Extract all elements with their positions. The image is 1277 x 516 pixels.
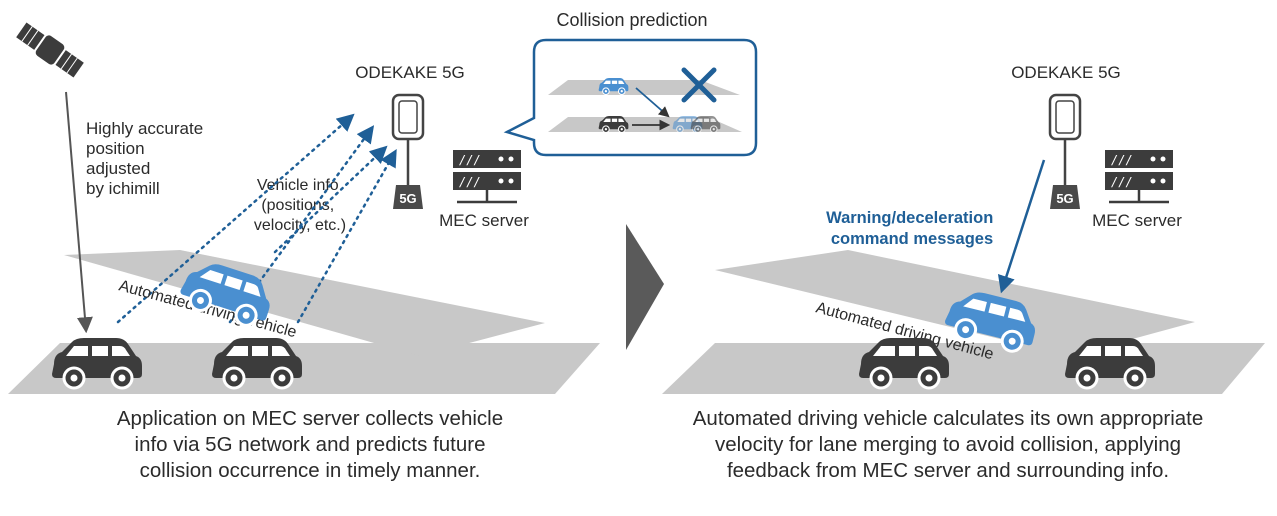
merging-road-left [64, 250, 545, 356]
network-label-right: ODEKAKE 5G [1011, 63, 1121, 82]
satellite-signal-arrow [65, 91, 93, 334]
downlink-arrow [997, 159, 1046, 294]
collision-title: Collision prediction [556, 10, 707, 30]
next-step-arrow-icon [626, 224, 664, 350]
satellite-note: Highly accurate position adjusted by ich… [86, 119, 208, 198]
warning-label: Warning/deceleration command messages [826, 209, 998, 248]
svg-text:5G: 5G [1056, 191, 1073, 206]
caption-left: Application on MEC server collects vehic… [116, 407, 504, 482]
server-icon [451, 148, 523, 204]
antenna-icon-right: 5G [1048, 93, 1082, 211]
svg-text:5G: 5G [399, 191, 416, 206]
server-icon-right [1103, 148, 1175, 204]
collision-x-icon [681, 67, 717, 103]
collision-callout [503, 38, 758, 157]
server-label-left: MEC server [439, 211, 529, 230]
satellite-icon [16, 22, 84, 78]
caption-right: Automated driving vehicle calculates its… [692, 407, 1204, 482]
network-label-left: ODEKAKE 5G [355, 63, 465, 82]
main-road-left [8, 343, 600, 394]
server-label-right: MEC server [1092, 211, 1182, 230]
antenna-icon: 5G [391, 93, 425, 211]
uplink-arrows [116, 113, 397, 324]
